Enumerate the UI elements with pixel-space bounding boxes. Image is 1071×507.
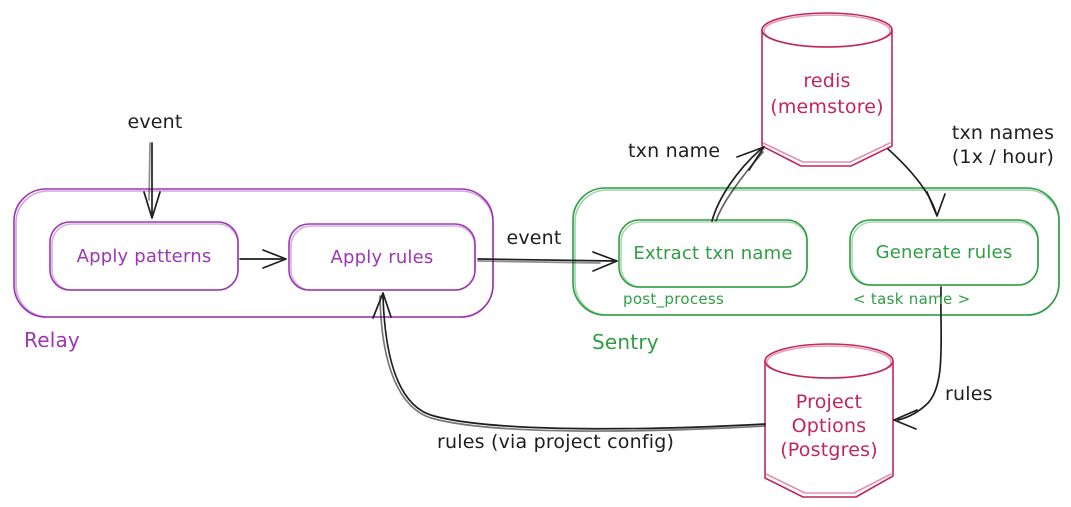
relay-container-shape <box>13 188 494 318</box>
arrow-postgres-to-apply-rules <box>372 292 766 432</box>
arrow-extract-to-redis <box>711 146 765 222</box>
project-options-cylinder-shape <box>764 343 894 498</box>
edge-label-rules-via-config: rules (via project config) <box>437 431 675 453</box>
redis-cylinder-shape <box>761 12 893 167</box>
extract-txn-name-node-label: Extract txn name <box>633 243 793 264</box>
arrow-event-to-sentry <box>477 251 618 272</box>
relay-group-label: Relay <box>24 328 80 352</box>
apply-patterns-node-label: Apply patterns <box>76 245 212 267</box>
generate-rules-node-label: Generate rules <box>875 242 1013 263</box>
sentry-container-shape <box>572 187 1060 316</box>
project-options-datastore-label: Project Options (Postgres) <box>780 391 878 461</box>
edge-label-event-mid: event <box>506 227 562 249</box>
sentry-group-label: Sentry <box>592 330 659 354</box>
arrow-event-into-relay <box>143 142 161 219</box>
task-name-sublabel: < task name > <box>853 290 971 308</box>
apply-patterns-box-shape <box>49 221 239 291</box>
apply-rules-box-shape <box>288 223 476 291</box>
edge-label-txn-name: txn name <box>628 140 721 162</box>
post-process-sublabel: post_process <box>623 290 725 308</box>
arrow-patterns-to-rules <box>239 249 287 269</box>
apply-rules-node-label: Apply rules <box>330 246 434 268</box>
edge-label-txn-names-hourly: txn names (1x / hour) <box>951 122 1055 168</box>
edge-label-rules: rules <box>945 383 993 405</box>
redis-datastore-label: redis (memstore) <box>770 70 884 118</box>
edge-label-event-top: event <box>127 111 183 133</box>
arrow-generate-to-postgres <box>893 286 943 430</box>
arrow-redis-to-generate <box>887 148 946 217</box>
generate-rules-box-shape <box>849 219 1039 286</box>
